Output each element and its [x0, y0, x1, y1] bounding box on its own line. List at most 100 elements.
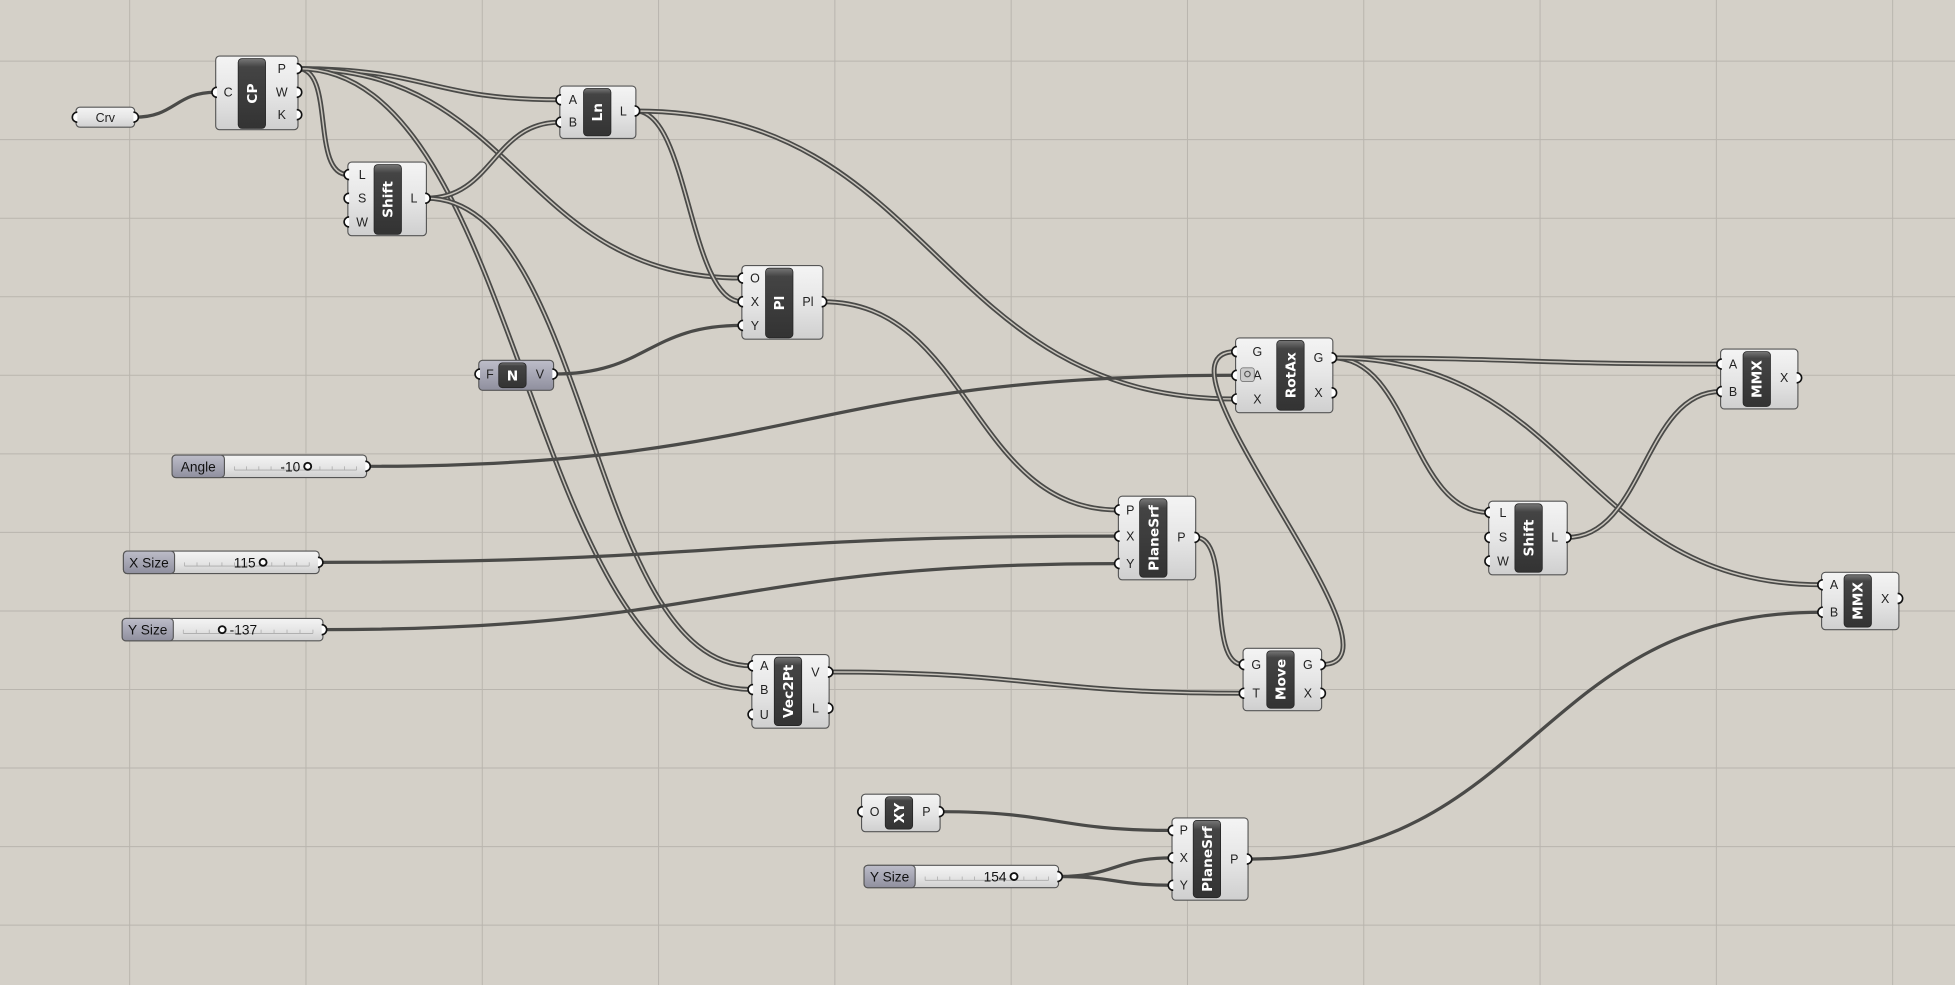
- output-port[interactable]: [365, 460, 372, 473]
- input-label-a: A: [760, 659, 769, 673]
- input-port-b[interactable]: [1817, 606, 1823, 618]
- output-port-x[interactable]: [1320, 687, 1327, 700]
- input-label-g: G: [1253, 345, 1263, 359]
- wire-crv-to-cp: [134, 90, 216, 119]
- input-port-c[interactable]: [211, 86, 218, 99]
- slider-ysize[interactable]: Y Size-137: [121, 617, 328, 642]
- slider-angle[interactable]: Angle-10: [171, 454, 372, 479]
- output-port[interactable]: [317, 556, 324, 569]
- input-port-s[interactable]: [1484, 531, 1491, 544]
- output-port-l[interactable]: [1565, 531, 1572, 544]
- input-label-l: L: [1500, 506, 1507, 520]
- wire-xy-to-planesrf2: [940, 810, 1173, 833]
- input-port-a[interactable]: [747, 660, 754, 672]
- input-port-p[interactable]: [1113, 504, 1120, 516]
- slider-grip[interactable]: [217, 625, 227, 635]
- input-port-a[interactable]: [1231, 369, 1237, 382]
- output-port-pl[interactable]: [821, 295, 828, 308]
- input-port-y[interactable]: [1167, 879, 1174, 892]
- input-port-u[interactable]: [747, 708, 754, 721]
- input-label-t: T: [1252, 687, 1260, 701]
- wire-vec2pt-to-move: [829, 669, 1244, 696]
- input-port-x[interactable]: [1167, 852, 1174, 864]
- input-port-b[interactable]: [555, 116, 562, 128]
- input-port-b[interactable]: [1716, 385, 1722, 398]
- slider-grip[interactable]: [258, 557, 268, 567]
- input-port-a[interactable]: [1817, 578, 1823, 591]
- input-port-f[interactable]: [474, 368, 481, 380]
- input-port-y[interactable]: [737, 319, 744, 332]
- output-port-x[interactable]: [1331, 386, 1338, 399]
- output-port-l[interactable]: [827, 702, 834, 715]
- output-port-g[interactable]: [1331, 352, 1338, 364]
- output-port-k[interactable]: [296, 108, 303, 121]
- component-nickname-bar: [373, 164, 402, 235]
- output-port-p[interactable]: [1246, 853, 1253, 865]
- component-nickname: XY: [892, 802, 908, 824]
- input-port-w[interactable]: [343, 216, 350, 228]
- output-port-x[interactable]: [1796, 371, 1803, 384]
- input-port-o[interactable]: [737, 272, 744, 284]
- component-nickname-bar: [1276, 340, 1305, 411]
- wire-cp-to-shift1: [297, 66, 349, 178]
- input-port-s[interactable]: [343, 192, 350, 205]
- input-port-o[interactable]: [857, 805, 863, 818]
- wire-cp-to-pl: [297, 66, 742, 281]
- component-crv[interactable]: Crv: [71, 106, 140, 128]
- input-port-g[interactable]: [1238, 658, 1245, 671]
- output-port-p[interactable]: [296, 62, 303, 75]
- slider-grip[interactable]: [1009, 872, 1019, 881]
- output-port-l[interactable]: [425, 192, 431, 205]
- input-port-x[interactable]: [737, 295, 744, 308]
- component-nickname: Ln: [590, 103, 606, 122]
- slider-label-box: [171, 454, 225, 479]
- input-port-y[interactable]: [1113, 557, 1120, 570]
- output-port-v[interactable]: [827, 666, 834, 678]
- output-port-out[interactable]: [133, 111, 140, 124]
- component-nickname: PlaneSrf: [1200, 825, 1216, 892]
- input-port-in[interactable]: [71, 111, 78, 124]
- output-port-p[interactable]: [938, 805, 945, 818]
- output-port-v[interactable]: [552, 368, 559, 380]
- input-port-x[interactable]: [1113, 530, 1120, 542]
- input-port-w[interactable]: [1484, 555, 1491, 567]
- input-port-t[interactable]: [1238, 687, 1245, 700]
- input-port-p[interactable]: [1167, 824, 1174, 837]
- output-port-p[interactable]: [1194, 531, 1201, 544]
- output-port[interactable]: [1057, 870, 1064, 883]
- output-port-g[interactable]: [1320, 658, 1327, 671]
- component-nickname-bar: [1192, 820, 1222, 899]
- input-port-l[interactable]: [343, 168, 350, 181]
- component-nickname-bar: [1843, 574, 1872, 628]
- input-port-g[interactable]: [1231, 345, 1237, 358]
- output-port-l[interactable]: [634, 105, 641, 117]
- slider-grip[interactable]: [303, 461, 313, 471]
- output-port-w[interactable]: [296, 86, 303, 99]
- input-port-x[interactable]: [1231, 393, 1237, 405]
- input-port-a[interactable]: [555, 93, 562, 106]
- output-port-x[interactable]: [1897, 592, 1904, 605]
- input-port-l[interactable]: [1484, 506, 1491, 519]
- input-port-b[interactable]: [747, 683, 754, 696]
- input-port-a[interactable]: [1716, 358, 1722, 370]
- output-port[interactable]: [321, 623, 328, 636]
- input-label-a: A: [1729, 357, 1738, 371]
